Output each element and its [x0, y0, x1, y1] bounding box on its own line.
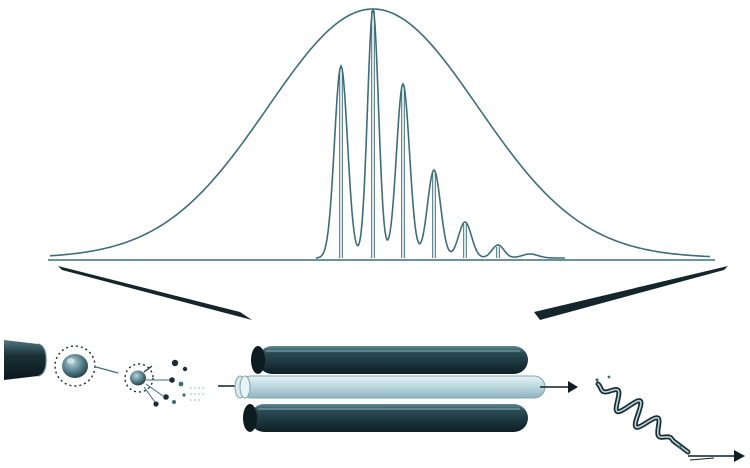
exit-arrow [540, 381, 578, 393]
droplet-connector [95, 366, 119, 374]
coulomb-explosion-icon [124, 359, 206, 407]
ion-beam [234, 375, 546, 399]
envelope-curve [49, 8, 711, 258]
output-arrow [688, 450, 745, 462]
bottom-rod [243, 404, 528, 432]
resolved-peaks-curve [315, 8, 565, 259]
folded-protein-icon [595, 375, 691, 455]
top-rod [251, 346, 528, 374]
peak-stick-lines [339, 11, 500, 258]
electrospray-needle-icon [4, 340, 47, 380]
right-funnel-wedge [534, 266, 728, 320]
left-funnel-wedge [58, 266, 252, 320]
quadrupole-rods-icon [234, 346, 546, 432]
charged-droplet-icon [54, 345, 96, 387]
